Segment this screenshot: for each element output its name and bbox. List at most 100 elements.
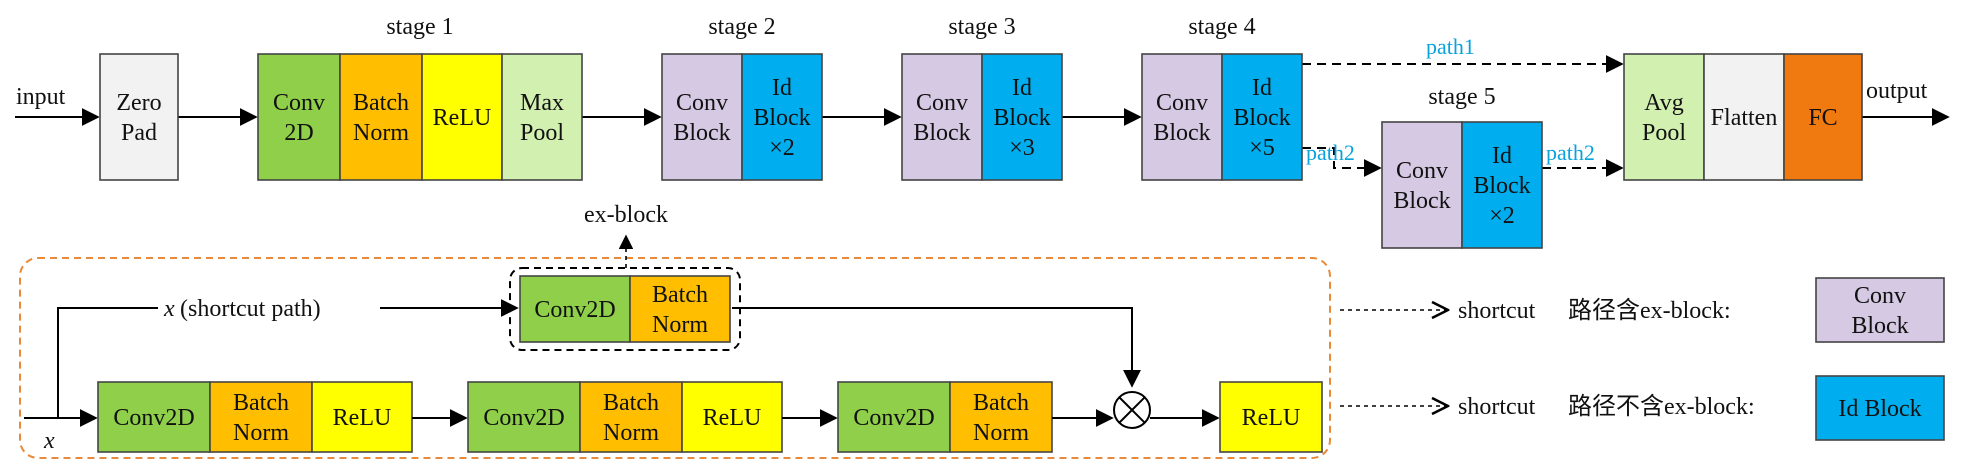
residual-batchnorm-2-label-line-2: Norm [603,420,659,446]
fc-block [1783,53,1863,181]
exblock-batchnorm-label-line-2: Norm [652,312,708,338]
exblock-conv2d-label-line-1: Conv2D [534,297,615,323]
idblock-stage5 [1461,121,1543,249]
path2-label-out: path2 [1546,140,1595,165]
maxpool-block [501,53,583,181]
batchnorm-stage1-label-line-1: Batch [353,90,409,116]
exblock-conv2d [519,275,631,343]
convblock-stage5-label-line-1: Conv [1396,158,1448,184]
idblock-stage3-label-line-2: Block [993,105,1050,131]
exblock-outline [509,267,741,351]
avgpool-label-line-2: Pool [1642,120,1686,146]
zeropad-label-line-2: Pad [121,120,157,146]
fc-label: FC [1808,105,1837,131]
residual-relu-2 [681,381,783,453]
shortcut-path-label: (shortcut path) [180,296,321,322]
zeropad-label-line-1: Zero [116,90,161,116]
idblock-stage5-label-line-1: Id [1492,143,1512,169]
legend-row1-text: 路径含ex-block: [1568,297,1731,324]
shortcut-x-label: x [163,296,175,322]
stage1-title: stage 1 [386,14,453,40]
idblock-stage2-label-line-3: ×2 [769,135,795,161]
convblock-stage5-label-line-2: Block [1393,188,1450,214]
flatten-label-line-1: Flatten [1711,105,1778,131]
residual-batchnorm-3 [949,381,1053,453]
idblock-stage3-label-line-1: Id [1012,75,1032,101]
idblock-stage2-label-line-1: Id [772,75,792,101]
legend-idblock-swatch [1815,375,1945,441]
residual-conv2d-1-label-line-1: Conv2D [113,405,194,431]
idblock-stage3-label-line-3: ×3 [1009,135,1035,161]
multiply-cross-b [1118,396,1146,424]
legend-idblock-label: Id Block [1838,396,1921,422]
convblock-stage2 [661,53,743,181]
convblock-stage3-label-line-2: Block [913,120,970,146]
residual-conv2d-2 [467,381,581,453]
residual-relu-out-label-line-1: ReLU [1242,405,1301,431]
residual-relu-2-label: ReLU [703,405,762,431]
convblock-stage2-label-line-2: Block [673,120,730,146]
avgpool-label-line-1: Avg [1644,90,1684,116]
convblock-stage5 [1381,121,1463,249]
conv2d-stage1-label: Conv2D [273,90,325,146]
maxpool-label-line-1: Max [520,90,564,116]
input-label: input [16,84,66,110]
fc-label-line-1: FC [1808,105,1837,131]
x-input-label: x [43,428,55,454]
convblock-stage4-label-line-2: Block [1153,120,1210,146]
idblock-stage3 [981,53,1063,181]
residual-block-border [19,257,1331,459]
residual-relu-1 [311,381,413,453]
stage4-title: stage 4 [1188,14,1255,40]
legend-convblock-swatch [1815,277,1945,343]
convblock-stage3-label-line-1: Conv [916,90,968,116]
residual-conv2d-3-label: Conv2D [853,405,934,431]
idblock-stage2-label-line-2: Block [753,105,810,131]
idblock-stage4-label-line-3: ×5 [1249,135,1275,161]
idblock-stage4-label-line-1: Id [1252,75,1272,101]
flatten-label: Flatten [1711,105,1778,131]
exblock-batchnorm [629,275,731,343]
stage2-title: stage 2 [708,14,775,40]
residual-batchnorm-2-label-line-1: Batch [603,390,659,416]
batchnorm-block-stage1 [339,53,423,181]
residual-relu-1-label-line-1: ReLU [333,405,392,431]
exblock-conv2d-label: Conv2D [534,297,615,323]
residual-relu-out-label: ReLU [1242,405,1301,431]
legend-convblock-label-line-2: Block [1851,313,1908,339]
convblock-stage2-label-line-1: Conv [676,90,728,116]
residual-conv2d-1-label: Conv2D [113,405,194,431]
maxpool-label-line-2: Pool [520,120,564,146]
residual-batchnorm-1-label-line-1: Batch [233,390,289,416]
path2-label-in: path2 [1306,140,1355,165]
output-label: output [1866,78,1928,104]
path2-connector-in [1302,147,1382,177]
residual-batchnorm-1 [209,381,313,453]
convblock-stage3 [901,53,983,181]
residual-conv2d-3-label-line-1: Conv2D [853,405,934,431]
legend-convblock-label-line-1: Conv [1854,283,1906,309]
batchnorm-stage1-label-line-2: Norm [353,120,409,146]
idblock-stage4 [1221,53,1303,181]
legend-idblock-label-line-1: Id Block [1838,396,1921,422]
stage3-title: stage 3 [948,14,1015,40]
shortcut-line-left [57,307,158,418]
idblock-stage5-label-line-2: Block [1473,173,1530,199]
convblock-stage4-label-line-1: Conv [1156,90,1208,116]
zeropad-block [99,53,179,181]
path1-label: path1 [1426,34,1475,59]
